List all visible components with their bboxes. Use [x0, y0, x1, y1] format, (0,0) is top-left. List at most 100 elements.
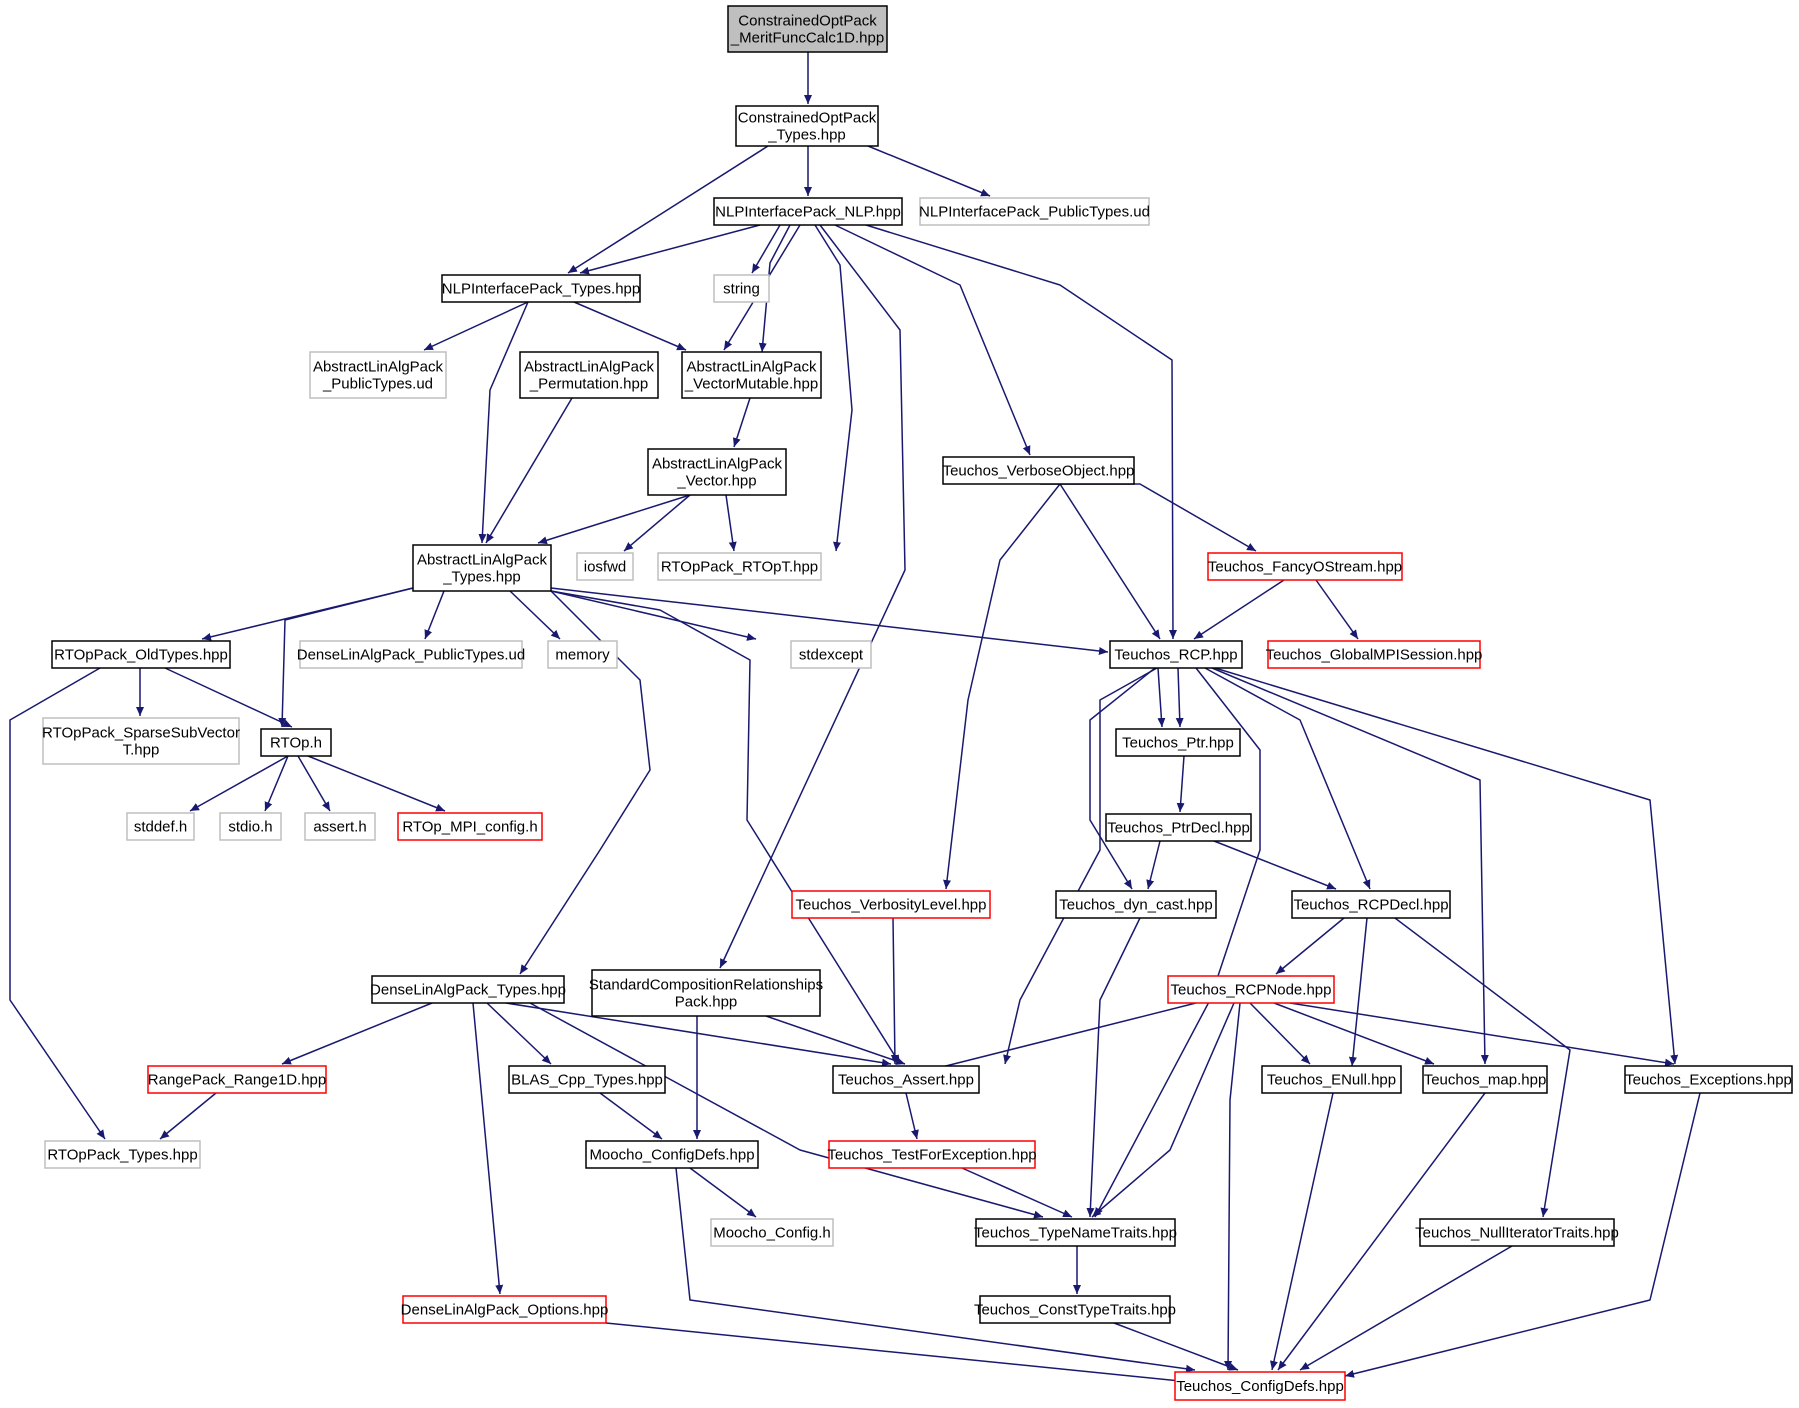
file-node-t-configdefs[interactable]: Teuchos_ConfigDefs.hpp — [1174, 1371, 1346, 1401]
node-label: Moocho_Config.h — [713, 1225, 831, 1242]
node-box — [371, 975, 565, 1004]
node-box — [519, 351, 659, 399]
dependency-edge — [1315, 579, 1359, 640]
file-node-t-fancy[interactable]: Teuchos_FancyOStream.hpp — [1207, 552, 1403, 581]
node-box — [1422, 1065, 1548, 1094]
node-label: ConstrainedOptPack — [738, 13, 877, 30]
node-box — [1267, 640, 1481, 669]
node-box — [547, 640, 618, 669]
dependency-edge — [1003, 667, 1158, 1065]
file-node-t-verblevel[interactable]: Teuchos_VerbosityLevel.hpp — [791, 890, 991, 919]
file-node-dla-options[interactable]: DenseLinAlgPack_Options.hpp — [401, 1295, 609, 1324]
dependency-edge — [1176, 755, 1185, 813]
file-node-rtop-types[interactable]: RTOpPack_Types.hpp — [44, 1140, 201, 1169]
file-node-stddef[interactable]: stddef.h — [126, 812, 195, 841]
file-node-t-rcp[interactable]: Teuchos_RCP.hpp — [1109, 640, 1243, 669]
dependency-edge — [867, 145, 991, 197]
dependency-edge — [1175, 667, 1184, 728]
node-label: Teuchos_ConfigDefs.hpp — [1176, 1378, 1344, 1395]
file-node-iosfwd[interactable]: iosfwd — [576, 552, 634, 581]
node-box — [126, 812, 195, 841]
node-box — [710, 1218, 834, 1247]
node-label: RTOpPack_SparseSubVector — [42, 725, 240, 742]
file-node-rtop-oldtypes[interactable]: RTOpPack_OldTypes.hpp — [51, 640, 231, 669]
file-node-dla-types[interactable]: DenseLinAlgPack_Types.hpp — [370, 975, 566, 1004]
dependency-edge — [865, 224, 1177, 640]
file-node-t-ptr[interactable]: Teuchos_Ptr.hpp — [1115, 728, 1241, 757]
file-node-nlp-types[interactable]: NLPInterfacePack_Types.hpp — [441, 274, 641, 303]
dependency-edge — [1270, 1092, 1334, 1371]
file-node-ala-vecmut[interactable]: AbstractLinAlgPack_VectorMutable.hpp — [681, 351, 822, 399]
node-label: RTOp_MPI_config.h — [402, 819, 537, 836]
file-node-ala-types[interactable]: AbstractLinAlgPack_Types.hpp — [412, 544, 552, 592]
node-label: _VectorMutable.hpp — [684, 376, 818, 393]
file-node-ala-vector[interactable]: AbstractLinAlgPack_Vector.hpp — [647, 448, 787, 496]
dependency-edge — [573, 301, 687, 351]
file-node-moocho-config[interactable]: Moocho_Config.h — [710, 1218, 834, 1247]
file-node-t-enull[interactable]: Teuchos_ENull.hpp — [1261, 1065, 1402, 1094]
file-node-t-rcpnode[interactable]: Teuchos_RCPNode.hpp — [1167, 975, 1335, 1004]
file-node-cop-types[interactable]: ConstrainedOptPack_Types.hpp — [735, 105, 879, 147]
file-node-nlp-public[interactable]: NLPInterfacePack_PublicTypes.ud — [919, 197, 1150, 226]
file-node-memory[interactable]: memory — [547, 640, 618, 669]
file-node-t-dyncast[interactable]: Teuchos_dyn_cast.hpp — [1055, 890, 1217, 919]
file-node-t-ptrdecl[interactable]: Teuchos_PtrDecl.hpp — [1105, 813, 1252, 842]
node-label: _Permutation.hpp — [529, 376, 648, 393]
node-box — [576, 552, 634, 581]
file-node-t-globalmpi[interactable]: Teuchos_GlobalMPISession.hpp — [1266, 640, 1483, 669]
file-node-stdio[interactable]: stdio.h — [219, 812, 282, 841]
node-label: _Types.hpp — [767, 127, 846, 144]
node-label: stdio.h — [228, 819, 272, 836]
dependency-edge — [278, 587, 414, 728]
file-node-t-map[interactable]: Teuchos_map.hpp — [1422, 1065, 1548, 1094]
file-node-moocho-cfgdefs[interactable]: Moocho_ConfigDefs.hpp — [585, 1140, 759, 1169]
node-label: RTOpPack_RTOpT.hpp — [661, 559, 818, 576]
node-box — [402, 1295, 607, 1324]
file-node-rtop-mpi[interactable]: RTOp_MPI_config.h — [397, 812, 543, 841]
dependency-edge — [9, 667, 106, 1140]
file-node-t-testforexc[interactable]: Teuchos_TestForException.hpp — [827, 1140, 1037, 1169]
node-label: RTOp.h — [270, 735, 322, 752]
node-label: RTOpPack_Types.hpp — [47, 1147, 197, 1164]
file-node-rp-range1d[interactable]: RangePack_Range1D.hpp — [147, 1065, 327, 1094]
node-box — [441, 274, 641, 303]
file-node-stdexcept[interactable]: stdexcept — [790, 640, 872, 669]
file-node-t-nulliter[interactable]: Teuchos_NullIteratorTraits.hpp — [1415, 1218, 1619, 1247]
dependency-edge — [1299, 1245, 1513, 1371]
node-box — [1115, 728, 1241, 757]
dependency-edge — [159, 1092, 217, 1140]
file-node-t-rcpdecl[interactable]: Teuchos_RCPDecl.hpp — [1291, 890, 1451, 919]
file-node-string[interactable]: string — [713, 274, 770, 303]
file-node-blas-types[interactable]: BLAS_Cpp_Types.hpp — [508, 1065, 666, 1094]
file-node-t-assert[interactable]: Teuchos_Assert.hpp — [832, 1065, 980, 1094]
node-box — [735, 105, 879, 147]
dependency-edge — [890, 917, 899, 1065]
dependency-edge — [307, 755, 446, 812]
node-label: Teuchos_NullIteratorTraits.hpp — [1415, 1225, 1619, 1242]
node-box — [219, 812, 282, 841]
file-node-t-exceptions[interactable]: Teuchos_Exceptions.hpp — [1624, 1065, 1793, 1094]
file-node-rtop-h[interactable]: RTOp.h — [260, 728, 332, 757]
node-box — [828, 1140, 1036, 1169]
file-node-ala-perm[interactable]: AbstractLinAlgPack_Permutation.hpp — [519, 351, 659, 399]
node-label: Teuchos_GlobalMPISession.hpp — [1266, 647, 1483, 664]
file-node-t-consttype[interactable]: Teuchos_ConstTypeTraits.hpp — [974, 1295, 1176, 1324]
dependency-edges — [9, 52, 1701, 1386]
dependency-edge — [1157, 667, 1166, 728]
file-node-rtop-rtopt[interactable]: RTOpPack_RTOpT.hpp — [657, 552, 822, 581]
file-node-ala-public[interactable]: AbstractLinAlgPack_PublicTypes.ud — [309, 351, 447, 399]
dependency-edge — [725, 494, 737, 552]
file-node-nlp-nlp[interactable]: NLPInterfacePack_NLP.hpp — [713, 197, 903, 226]
file-node-t-typename[interactable]: Teuchos_TypeNameTraits.hpp — [974, 1218, 1177, 1247]
dependency-edge — [485, 397, 573, 544]
file-node-dla-public[interactable]: DenseLinAlgPack_PublicTypes.ud — [297, 640, 525, 669]
node-label: AbstractLinAlgPack — [686, 359, 817, 376]
node-label: _Types.hpp — [442, 569, 521, 586]
node-label: T.hpp — [123, 742, 160, 759]
file-node-t-verbobj[interactable]: Teuchos_VerboseObject.hpp — [942, 456, 1135, 485]
node-box — [1055, 890, 1217, 919]
file-node-assert[interactable]: assert.h — [304, 812, 376, 841]
